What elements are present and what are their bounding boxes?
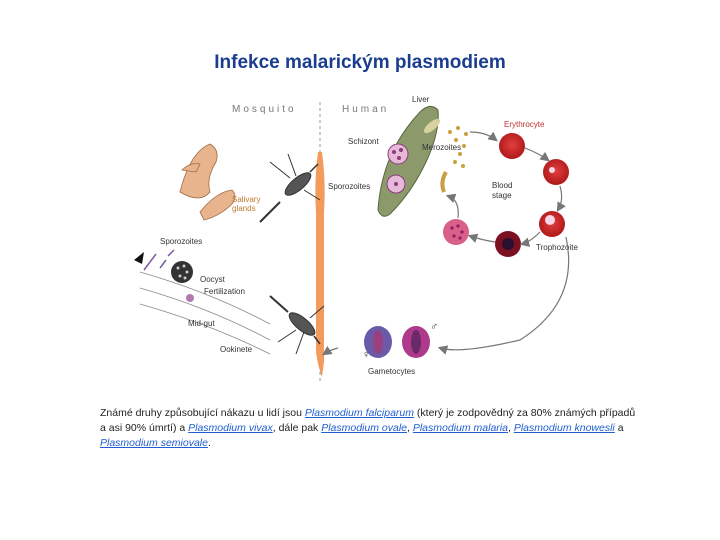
merozoites-dots [448, 126, 468, 168]
blood-stage-label-1: Blood [492, 181, 512, 190]
mosquito-bottom [269, 295, 325, 355]
caption-text: , [407, 422, 413, 434]
trophozoite-parasite [545, 215, 555, 225]
schizont-rbc-parasite [502, 238, 514, 250]
sporozoites-mosquito-label: Sporozoites [160, 237, 202, 246]
cycle-arrows [322, 131, 570, 356]
salivary-glands-illustration [179, 143, 236, 221]
mosquito-top [259, 153, 321, 223]
trophozoite-label: Trophozoite [536, 243, 579, 252]
salivary-label-2: glands [232, 204, 256, 213]
midgut-illustration [139, 271, 271, 355]
burst-rbc-merozoites [450, 224, 464, 240]
oocyst-label: Oocyst [200, 275, 226, 284]
sporozoites-human-label: Sporozoites [328, 182, 370, 191]
link-plasmodium-semiovale[interactable]: Plasmodium semiovale [100, 437, 208, 449]
caption-text: , dále pak [272, 422, 322, 434]
caption-text: , [507, 422, 514, 434]
caption-text: Známé druhy způsobující nákazu u lidí js… [100, 407, 305, 419]
burst-rbc [443, 219, 469, 245]
ring-parasite [549, 167, 555, 173]
sporozoites-mosquito-dots [143, 249, 175, 271]
ookinete-label: Ookinete [220, 345, 253, 354]
link-plasmodium-falciparum[interactable]: Plasmodium falciparum [304, 407, 414, 419]
liver-label: Liver [412, 95, 430, 104]
oocyst-sporozoites [176, 264, 189, 280]
midgut-label: Mid-gut [188, 319, 215, 328]
ring-stage-cell [543, 159, 569, 185]
link-plasmodium-knowesli[interactable]: Plasmodium knowesli [513, 422, 615, 434]
female-symbol: ♀ [362, 349, 370, 361]
erythrocyte-cell [499, 133, 525, 159]
merozoites-label: Merozoites [422, 143, 461, 152]
gametocytes-illustration [364, 326, 430, 358]
caption-paragraph: Známé druhy způsobující nákazu u lidí js… [100, 406, 640, 451]
caption-text: a [614, 422, 624, 434]
schizont-label: Schizont [348, 137, 379, 146]
page-title: Infekce malarickým plasmodiem [214, 52, 506, 73]
erythrocyte-label: Erythrocyte [504, 120, 545, 129]
link-plasmodium-vivax[interactable]: Plasmodium vivax [188, 422, 273, 434]
oocyst-illustration [171, 261, 193, 283]
mosquito-header: Mosquito [232, 104, 297, 115]
human-header: Human [342, 104, 389, 115]
caption-text: . [207, 437, 211, 449]
malaria-lifecycle-diagram: Mosquito Human Liver Schizont Sporozoite… [134, 95, 579, 382]
mosquito-human-divider [315, 102, 325, 382]
zygote [186, 294, 194, 302]
blood-stage-label-2: stage [492, 191, 512, 200]
link-plasmodium-ovale[interactable]: Plasmodium ovale [321, 422, 407, 434]
merozoite-release [440, 170, 448, 193]
caption-text: (který je zodpovědný za 80% známých příp… [100, 407, 636, 434]
arrow-marker [134, 252, 144, 264]
fertilization-label: Fertilization [204, 287, 245, 296]
gametocytes-label: Gametocytes [368, 367, 415, 376]
salivary-label-1: Salivary [232, 195, 260, 204]
link-plasmodium-malaria[interactable]: Plasmodium malaria [412, 422, 508, 434]
liver-illustration [377, 106, 441, 217]
male-symbol: ♂ [430, 321, 438, 333]
